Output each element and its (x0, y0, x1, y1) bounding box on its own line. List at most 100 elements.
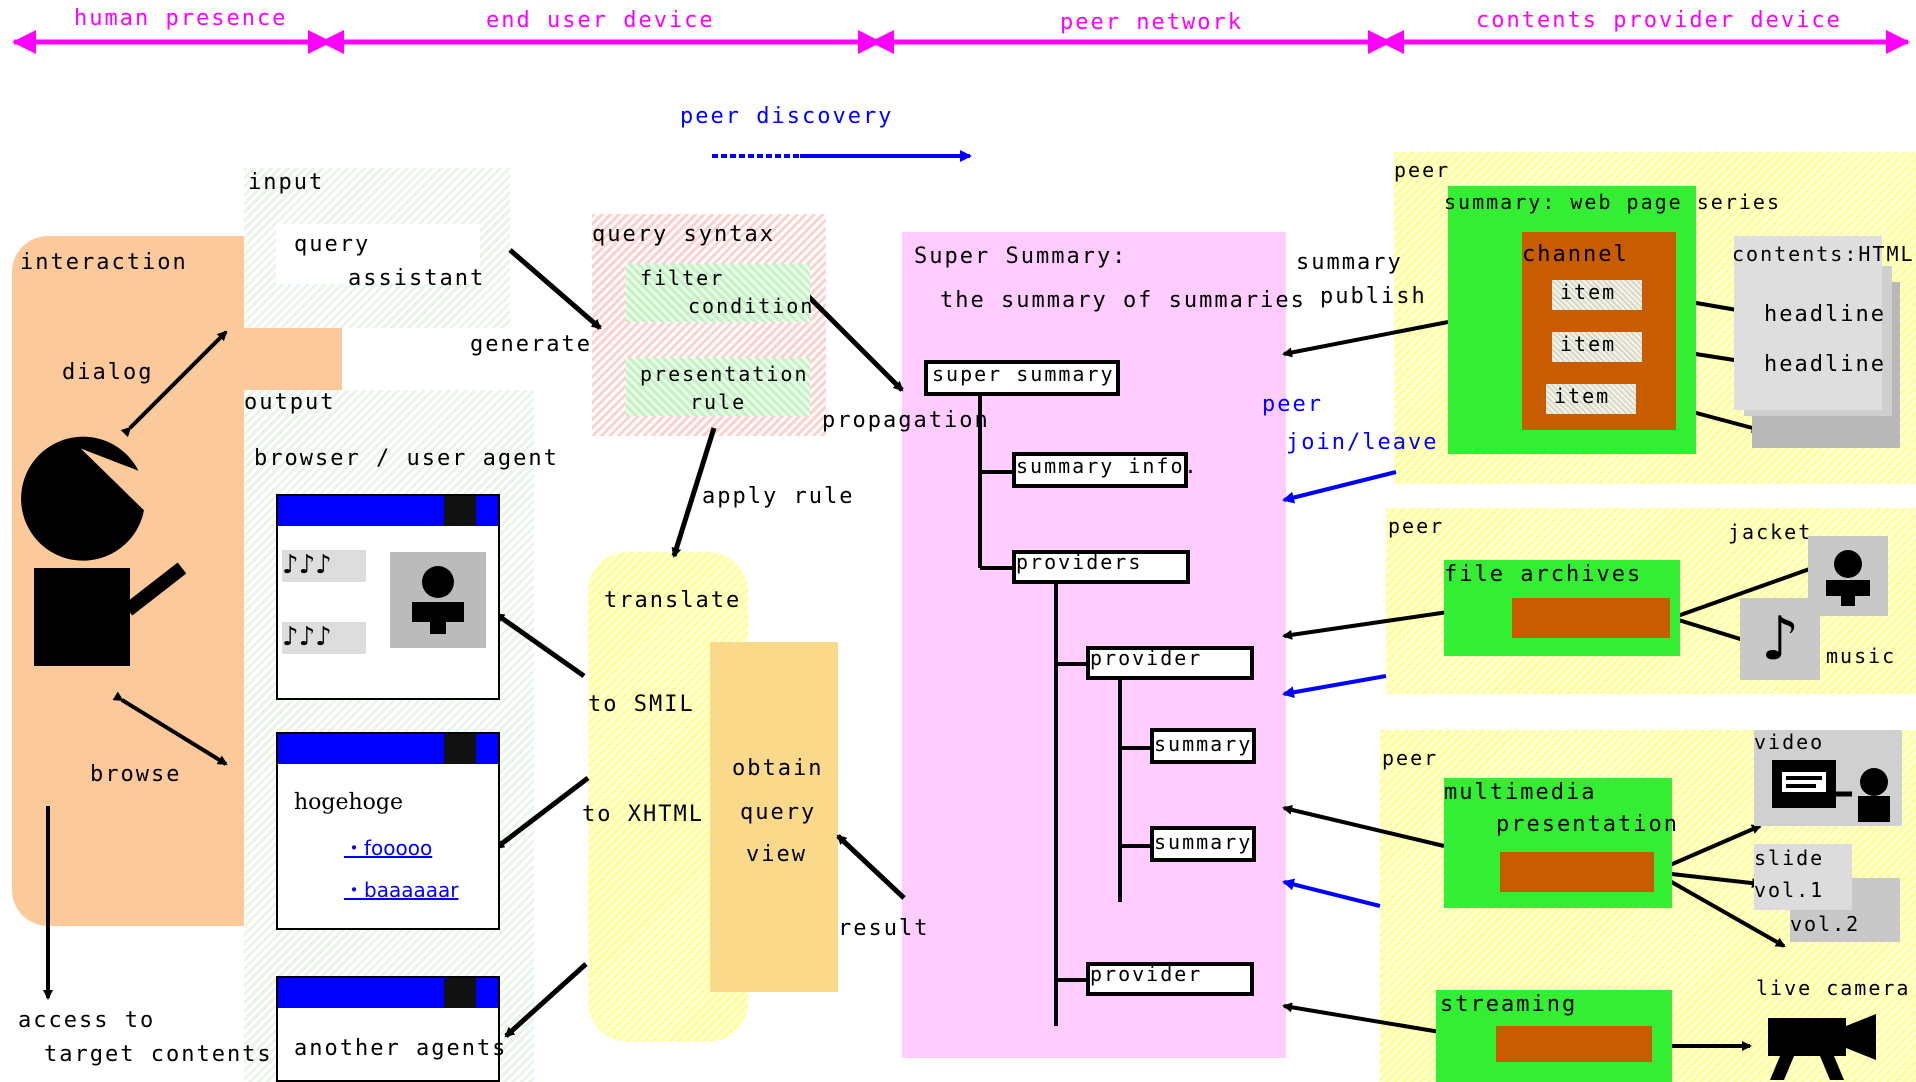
live-camera-label: live camera (1756, 976, 1911, 1000)
browser-label: browser / user agent (254, 446, 559, 471)
browse-label: browse (90, 762, 182, 787)
to-xhtml-label: to XHTML (582, 802, 704, 827)
node-provider-2 (1086, 962, 1254, 996)
person-image-icon (390, 552, 486, 648)
column-label-human: human presence (74, 6, 288, 31)
music-note-icon: ♪ (1740, 598, 1820, 680)
summary-publish-label-1: summary (1296, 250, 1403, 275)
node-summary-1-label: summary (1154, 732, 1253, 756)
video-label: video (1754, 730, 1825, 754)
peer-join-label: peer (1262, 392, 1323, 417)
browser-window-smil: ♪♪♪ ♪♪♪ (276, 494, 500, 700)
node-summary-info-label: summary info. (1016, 454, 1199, 478)
headline-1-label: headline (1764, 302, 1886, 327)
generate-label: generate (470, 332, 592, 357)
filter-label: filter (640, 266, 725, 290)
slide-vol1 (1754, 844, 1852, 910)
peer1-label: peer (1394, 158, 1451, 182)
node-providers-label: providers (1016, 550, 1143, 574)
channel-label: channel (1522, 242, 1629, 267)
peer-discovery-label: peer discovery (680, 104, 894, 129)
obtain-query-view-zone (710, 642, 838, 992)
headline-2-label: headline (1764, 352, 1886, 377)
column-label-end-user: end user device (486, 8, 715, 33)
node-summary-2 (1150, 826, 1256, 862)
view-label: view (746, 842, 807, 867)
rule-label: rule (690, 390, 747, 414)
column-label-provider: contents provider device (1476, 8, 1842, 33)
dialog-label: dialog (62, 360, 154, 385)
node-provider-1-label: provider (1090, 646, 1203, 670)
summary-publish-label-2: publish (1320, 284, 1427, 309)
node-summary-info (1012, 452, 1188, 488)
presentation-rule-box (626, 358, 810, 416)
slide-label: slide (1754, 846, 1825, 870)
propagation-label: propagation (822, 408, 990, 433)
node-provider-1 (1086, 646, 1254, 680)
streaming-label: streaming (1440, 992, 1578, 1017)
html-page (1734, 236, 1882, 410)
peer3-label: peer (1382, 746, 1439, 770)
camera-icon (1768, 1014, 1876, 1080)
jacket-label: jacket (1728, 520, 1813, 544)
another-agents-text: another agents (294, 1036, 508, 1061)
interaction-tab (230, 326, 340, 388)
video-presentation-icon (1772, 760, 1890, 822)
interaction-label: interaction (20, 250, 188, 275)
input-title: input (248, 170, 325, 195)
access-label-1: access to (18, 1008, 156, 1033)
node-summary-2-label: summary (1154, 830, 1253, 854)
access-label-2: target contents (44, 1042, 273, 1067)
super-summary-subtitle: the summary of summaries (940, 288, 1306, 313)
node-super-summary (924, 360, 1120, 396)
presentation-label: presentation (640, 362, 809, 386)
translate-label: translate (604, 588, 742, 613)
result-label: result (838, 916, 930, 941)
to-smil-label: to SMIL (588, 692, 695, 717)
web-page-series-label: summary: web page series (1444, 190, 1781, 214)
node-provider-2-label: provider (1090, 962, 1203, 986)
contents-html-label: contents:HTML (1732, 242, 1915, 266)
multimedia-content (1500, 852, 1654, 892)
music-notes-row-1: ♪♪♪ (282, 550, 366, 582)
vol1-label: vol.1 (1754, 878, 1825, 902)
peer2-label: peer (1388, 514, 1445, 538)
node-summary-1 (1150, 728, 1256, 764)
hogehoge-text: hogehoge (294, 790, 404, 815)
music-notes-row-2: ♪♪♪ (282, 622, 366, 654)
column-label-peer-network: peer network (1060, 10, 1243, 35)
file-archives-content (1512, 598, 1670, 638)
output-title: output (244, 390, 336, 415)
apply-rule-label: apply rule (702, 484, 855, 509)
query-view-label: query (740, 800, 817, 825)
node-providers (1012, 550, 1190, 584)
query-syntax-title: query syntax (592, 222, 775, 247)
person-head-icon (21, 436, 144, 561)
music-label: music (1826, 644, 1897, 668)
summary-tree (978, 394, 1152, 1026)
link-fooooo[interactable]: ・fooooo (344, 836, 433, 860)
join-leave-label: join/leave (1286, 430, 1439, 455)
assistant-label: assistant (348, 266, 486, 291)
obtain-label: obtain (732, 756, 824, 781)
browser-window-another: another agents (276, 976, 505, 1082)
link-baaaaaar[interactable]: ・baaaaaar (344, 878, 459, 902)
query-label: query (294, 232, 371, 257)
person-body-icon (34, 568, 130, 666)
item-2: item (1552, 332, 1642, 362)
item-1: item (1552, 280, 1642, 310)
presentation-label-peer: presentation (1496, 812, 1679, 837)
super-summary-title: Super Summary: (914, 244, 1128, 269)
jacket-image-icon (1808, 536, 1888, 616)
file-archives-label: file archives (1444, 562, 1643, 587)
item-3: item (1546, 384, 1636, 414)
browser-window-xhtml: hogehoge ・fooooo ・baaaaaar (276, 732, 500, 930)
streaming-content (1496, 1026, 1652, 1062)
condition-label: condition (688, 294, 815, 318)
node-super-summary-label: super summary (932, 362, 1115, 386)
multimedia-label: multimedia (1444, 780, 1597, 805)
query-assistant-box (276, 224, 480, 284)
filter-condition-box (626, 264, 810, 322)
